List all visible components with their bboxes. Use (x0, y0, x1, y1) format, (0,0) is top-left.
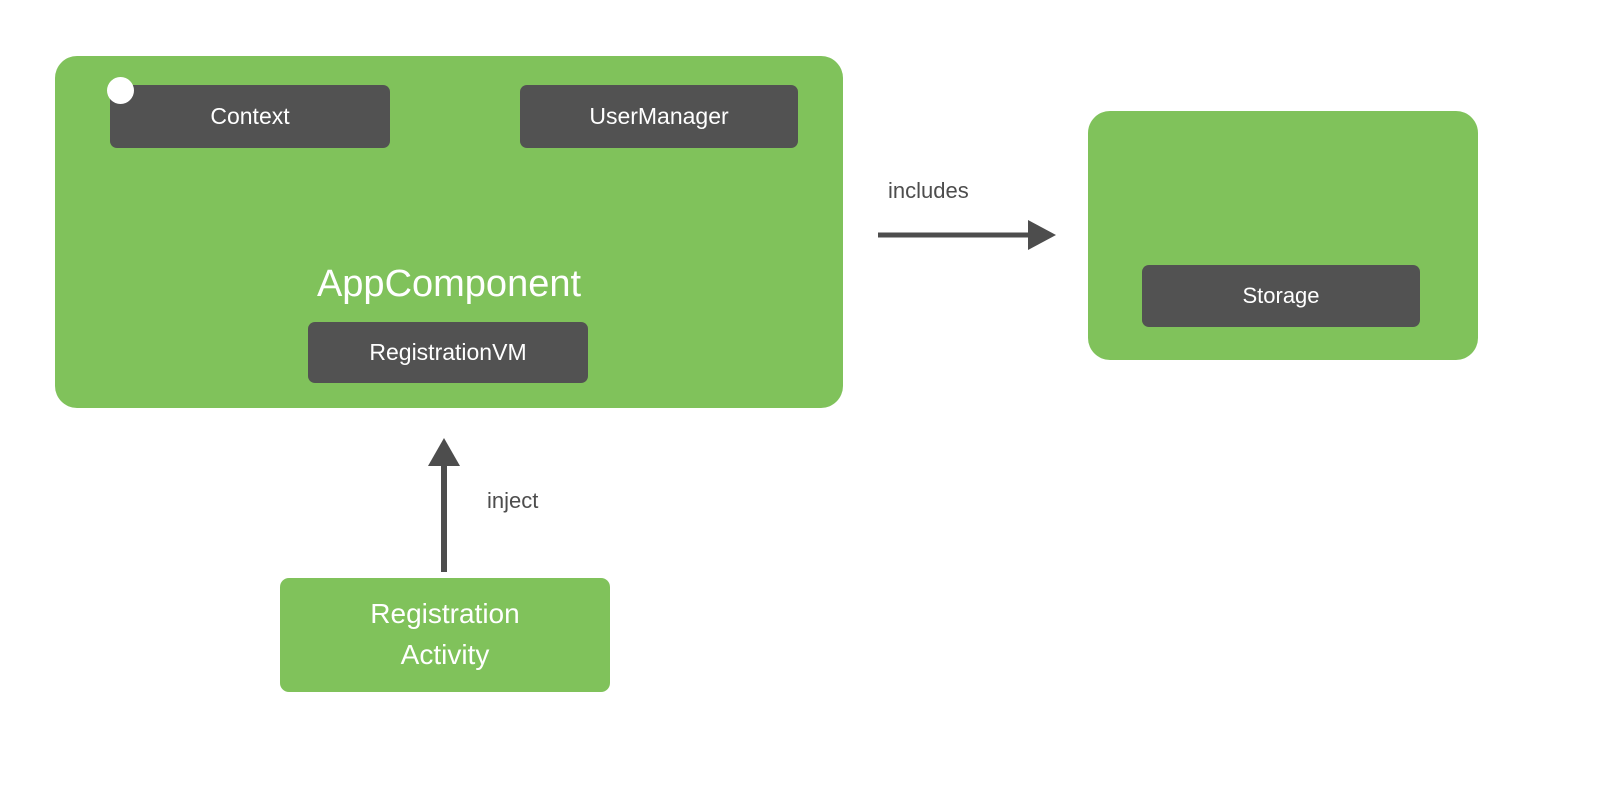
dependency-box-user-manager[interactable]: UserManager (520, 85, 798, 148)
registration-activity-line-1: Registration (370, 598, 520, 630)
dependency-box-registration-vm[interactable]: RegistrationVM (308, 322, 588, 383)
scope-marker-icon (107, 77, 134, 104)
registration-activity-node[interactable]: Registration Activity (280, 578, 610, 692)
dependency-box-context[interactable]: Context (110, 85, 390, 148)
inject-edge-label: inject (487, 488, 539, 513)
includes-edge-label: includes (888, 178, 969, 203)
app-component-title: AppComponent (316, 263, 582, 305)
inject-edge-arrow (428, 438, 460, 572)
registration-activity-line-2: Activity (400, 639, 490, 670)
app-component-card[interactable]: AppComponent Context UserManager Registr… (55, 56, 843, 408)
storage-module-card[interactable]: StorageModule Storage (1088, 111, 1478, 360)
dependency-box-storage[interactable]: Storage (1142, 265, 1420, 327)
includes-edge-arrow (878, 220, 1056, 250)
